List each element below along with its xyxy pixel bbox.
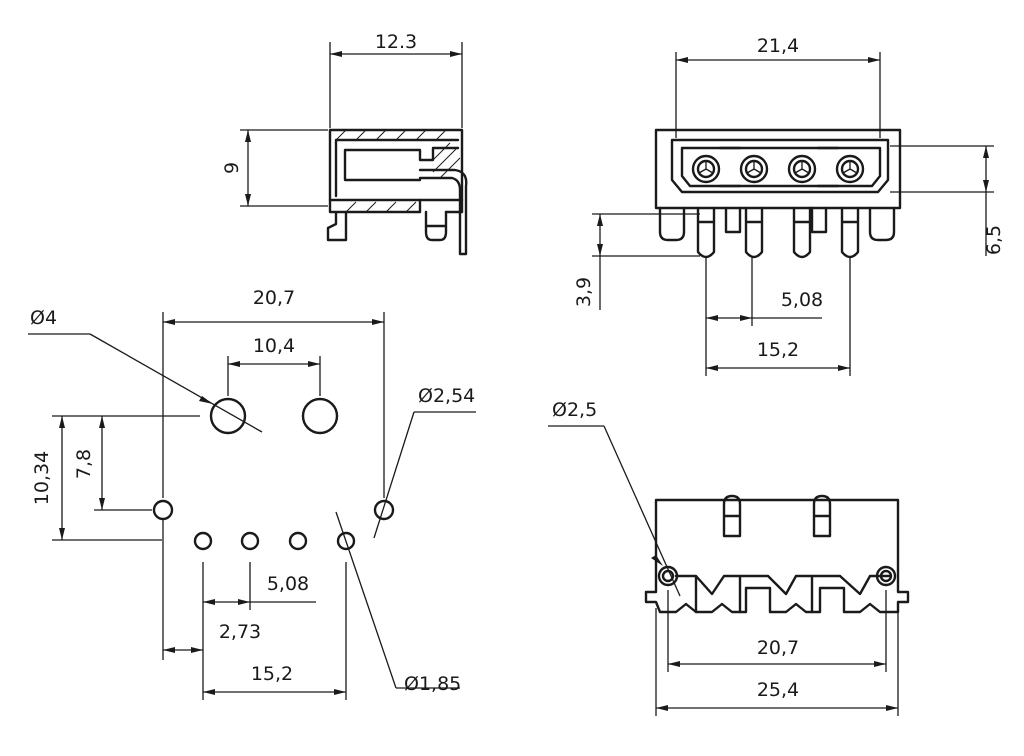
front-view-shroud-inner [680,146,882,188]
mount-hole-right [875,565,897,587]
front-view-right-post [868,206,896,242]
front-pin-3 [792,206,812,259]
dim-label: 15,2 [251,663,293,685]
dim-label: 25,4 [757,679,799,701]
dim-footprint-first-pin-offset: 2,73 [162,520,261,660]
side-view-hatching [335,129,461,213]
front-contact-2 [739,154,769,184]
dim-front-pin-span: 15,2 [706,256,851,376]
front-view-pins [696,206,860,259]
pin-hole-2 [240,531,260,551]
front-view-contacts [691,154,865,184]
side-view-inner-cavity [334,138,460,198]
dim-label: 7,8 [73,449,95,479]
dim-side-height: 9 [221,129,328,207]
front-pin-1 [696,206,716,259]
peg-hole-left [209,397,247,435]
side-view-base [326,198,422,242]
dim-label: 20,7 [253,287,295,309]
dim-label: 3,9 [573,277,595,307]
front-contact-1 [691,154,721,184]
front-contact-4 [835,154,865,184]
bottom-view: Ø2,5 20,7 25,4 [548,399,910,716]
dim-footprint-pin-span: 15,2 [203,562,347,700]
dim-label: Ø2,54 [418,385,475,407]
dim-front-height: 6,5 [890,145,1005,256]
leader-peg-hole: Ø4 [28,307,263,433]
dim-label: Ø4 [30,307,57,329]
dim-label: 10,4 [253,335,295,357]
mount-hole-left [657,565,679,587]
bottom-view-body [644,498,910,614]
dim-label: 9 [221,162,243,174]
front-view-keys [718,146,840,188]
side-view-contact [418,168,468,256]
front-view-left-post [658,206,686,242]
dim-side-width: 12.3 [329,31,463,128]
pin-hole-1 [193,531,213,551]
dim-footprint-pitch: 5,08 [202,562,316,700]
dim-label: 10,34 [31,451,53,505]
dim-label: 5,08 [267,573,309,595]
dim-label: Ø1,85 [404,673,461,695]
dim-label: 20,7 [757,637,799,659]
dim-label: 12.3 [375,31,417,53]
mount-hole-left-inner [661,569,675,583]
footprint-view: 20,7 10,4 Ø4 Ø2,54 [28,287,476,700]
dim-front-width: 21,4 [675,35,881,138]
dim-label: 15,2 [757,339,799,361]
bottom-view-teeth [674,574,892,614]
dim-footprint-peg-spacing: 10,4 [227,335,321,396]
dim-footprint-peg-offset: 7,8 [73,416,152,511]
front-view-center-stub-2 [810,206,828,234]
dim-bottom-overall-width: 25,4 [655,608,899,716]
front-view-center-stub-1 [724,206,742,234]
bottom-view-post-left [722,494,742,538]
side-hole-left [152,499,174,521]
front-pin-4 [840,206,860,259]
peg-hole-right [301,397,339,435]
front-view-shroud [670,138,890,194]
mount-hole-right-inner [879,569,893,583]
front-pin-2 [744,206,764,259]
dim-label: Ø2,5 [552,399,597,421]
dim-front-pitch: 5,08 [705,256,823,376]
pin-hole-4 [336,531,356,551]
dim-footprint-overall-offset: 10,34 [31,415,200,541]
front-contact-3 [787,154,817,184]
leader-side-hole: Ø2,54 [373,385,476,539]
leader-pin-hole: Ø1,85 [335,511,461,695]
front-view: 21,4 6,5 3,9 5,08 [573,35,1005,376]
dim-bottom-hole-spacing: 20,7 [667,590,887,672]
dim-front-pin-length: 3,9 [573,213,700,310]
side-view-peg [424,210,448,242]
leader-mount-hole: Ø2,5 [548,399,681,597]
dim-footprint-width: 20,7 [162,287,385,498]
side-view: 12.3 9 [221,31,468,256]
dim-label: 21,4 [757,35,799,57]
front-view-body [654,128,902,210]
bottom-view-post-right [812,494,832,538]
dim-label: 5,08 [781,289,823,311]
pin-hole-3 [288,531,308,551]
dim-label: 6,5 [983,225,1005,255]
dim-label: 2,73 [219,621,261,643]
side-hole-right [373,499,395,521]
footprint-pin-holes [193,531,356,551]
